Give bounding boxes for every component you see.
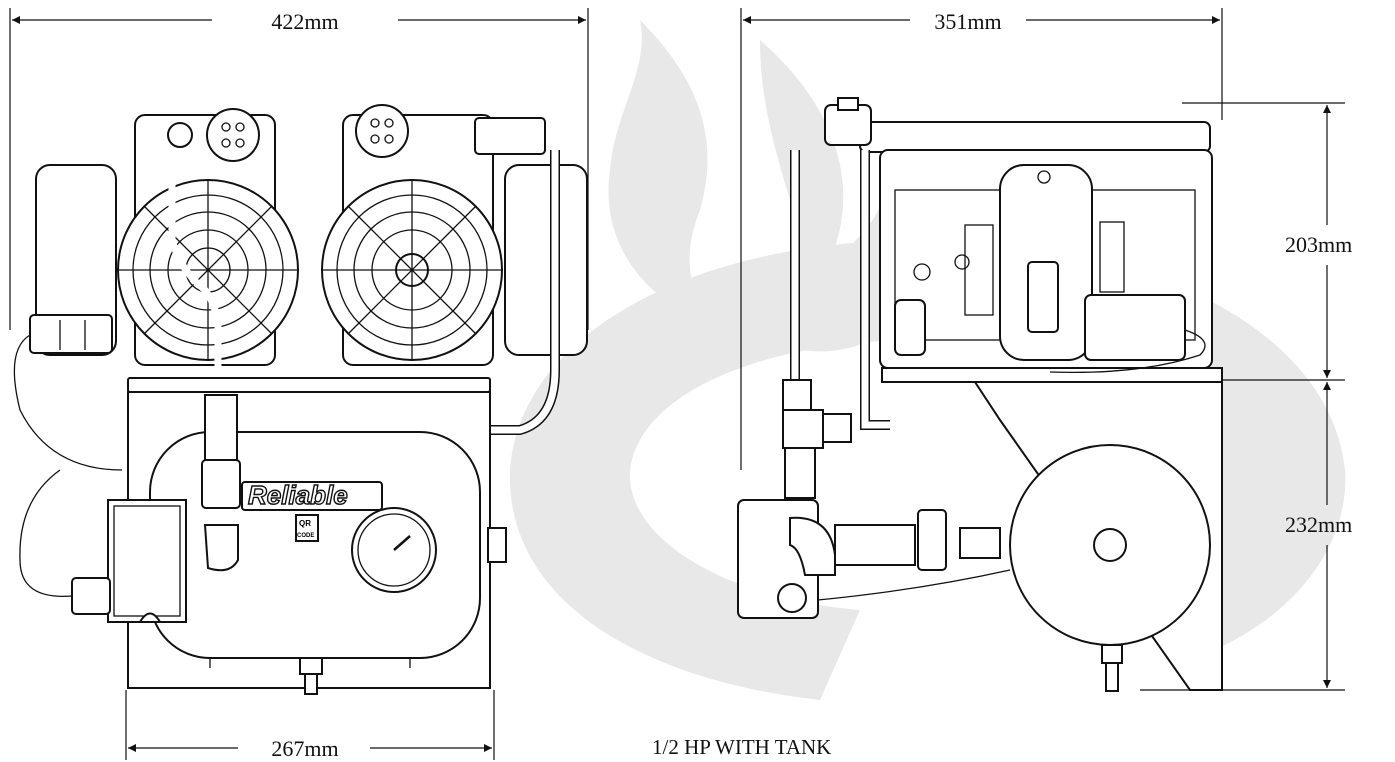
brand-label: Reliable <box>248 480 348 510</box>
dim-lower-height: 232mm <box>1285 512 1352 537</box>
dim-front-width: 422mm <box>271 9 338 34</box>
fan-guard-icon <box>117 179 299 361</box>
caption: 1/2 HP WITH TANK <box>652 735 831 759</box>
dim-side-depth: 351mm <box>934 9 1001 34</box>
side-view <box>737 8 1345 692</box>
tank-badge-line2: CODE <box>297 533 314 539</box>
front-view: Reliable QR CODE <box>9 8 589 760</box>
tank-badge-line1: QR <box>299 519 311 528</box>
dim-base-width: 267mm <box>271 736 338 761</box>
dim-upper-height: 203mm <box>1285 232 1352 257</box>
pressure-gauge-icon <box>351 507 437 593</box>
fan-guard-icon <box>321 179 503 361</box>
